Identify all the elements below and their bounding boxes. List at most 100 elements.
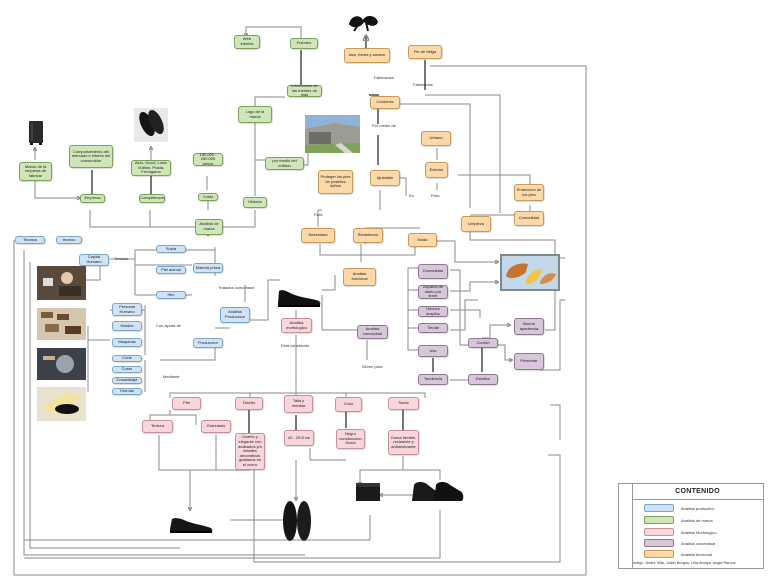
edge-label-con-ayuda-de: Con ayuda de	[156, 323, 181, 328]
node-buena-apariencia[interactable]: Buena apariencia	[514, 318, 544, 335]
edge-label-sirven-para: Sirven para	[362, 364, 383, 369]
shoe-pair-side-view-image[interactable]	[410, 477, 466, 505]
node-mision-empresa[interactable]: Mision de la empresa de fabricar	[19, 162, 52, 181]
node-resistencia[interactable]: Resistencia	[353, 228, 383, 243]
node-tecnica[interactable]: Tecnica	[15, 236, 45, 244]
legend-swatch-conceptual	[644, 539, 674, 547]
node-ajustable[interactable]: Ajustable	[370, 170, 400, 186]
node-web-fuentes[interactable]: Web fuentes	[234, 35, 260, 49]
node-zapatos-diario[interactable]: Zapatos de diario por tener	[418, 284, 448, 299]
node-pie-fatiga[interactable]: Pie de fatiga	[408, 45, 442, 59]
node-historia[interactable]: Historia	[243, 197, 267, 208]
building-photo	[305, 115, 360, 153]
central-formal-shoe-image[interactable]	[276, 285, 322, 309]
node-suela-descripcion[interactable]: Goma flexible, resistente y antideslizan…	[388, 430, 419, 455]
node-capital-humano[interactable]: Capital Humano	[79, 254, 109, 266]
node-info-fuentes[interactable]: Informacion de las fuentes de mas	[287, 83, 322, 97]
node-maquinas[interactable]: Maquinas	[112, 338, 142, 347]
node-costo-valor[interactable]: 150.000 - 250.000 pesos	[193, 152, 223, 166]
legend-label: Analisis conceptual	[681, 541, 716, 546]
node-color-valor[interactable]: Negro construccion Suela	[336, 429, 365, 449]
node-proteger-pies[interactable]: Proteger los pies de posibles daños	[318, 170, 353, 194]
node-hormas[interactable]: Hormas	[112, 388, 142, 395]
node-necesidad[interactable]: Necesidad	[301, 228, 335, 243]
shoe-lasts-photo	[500, 254, 560, 291]
node-competencia[interactable]: Competencia	[139, 194, 165, 203]
node-coser[interactable]: Coser	[112, 366, 142, 373]
node-tendencia[interactable]: Tendencia	[418, 374, 448, 385]
edge-label-tenidos: Tenidos	[114, 256, 128, 261]
edge-label-para: Para	[431, 193, 440, 198]
node-por-medio-edificio[interactable]: por medio del edificio	[265, 157, 304, 170]
node-textura[interactable]: Textura	[142, 420, 173, 433]
node-diseno-descripcion[interactable]: Diseño y elegante con acabados y/o detal…	[235, 433, 265, 470]
legend-label: Analisis de marca	[681, 518, 713, 523]
legend-swatch-funcional	[644, 550, 674, 558]
node-ensamblaje[interactable]: Ensamblaje	[112, 377, 142, 384]
node-comportamiento-mercado[interactable]: Comportamiento del mercado e interes del…	[69, 145, 113, 168]
node-urbano[interactable]: Urbano	[421, 131, 451, 146]
legend-label: Analisis funcional	[681, 552, 712, 557]
node-logo-marca[interactable]: Logo de la marca	[238, 106, 272, 123]
node-analisis-morfologico[interactable]: Analisis morfologico	[281, 318, 312, 333]
node-lazo-forma[interactable]: lazo, forma y amarre	[344, 48, 390, 63]
node-produccion[interactable]: Produccion	[193, 338, 223, 348]
node-moldes[interactable]: Moldes	[112, 321, 142, 331]
node-analisis-marca[interactable]: Analisis de marca	[195, 219, 223, 235]
node-hilo[interactable]: Hilo	[156, 291, 186, 299]
node-proteccion-pies[interactable]: Proteccion de los pies	[514, 184, 544, 201]
node-personal-humano[interactable]: Personal Humano	[112, 303, 142, 316]
legend: CONTENIDO Analisis productivo Analisis d…	[618, 483, 764, 569]
node-empresa[interactable]: Empresa	[80, 194, 105, 203]
edge-label-esta-constituido: Esta constituido	[281, 343, 310, 348]
node-suela-morf[interactable]: Suela	[388, 397, 419, 410]
node-hechos-amplios[interactable]: Hechos amplios	[418, 306, 448, 317]
legend-swatch-marca	[644, 516, 674, 524]
node-color[interactable]: Color	[335, 397, 362, 412]
node-tiende[interactable]: Tiende	[418, 323, 448, 333]
node-fuentes[interactable]: Fuentes	[290, 38, 318, 49]
node-costo[interactable]: Costo	[198, 193, 218, 201]
single-oxford-shoe-image[interactable]	[168, 513, 214, 535]
node-analisis-funcional[interactable]: Analisis funcional	[343, 268, 376, 286]
node-granulado[interactable]: Granulado	[201, 420, 231, 433]
competitor-shoes-photo	[134, 108, 168, 142]
node-diseno[interactable]: Diseño	[235, 397, 263, 410]
shoelaces-image	[349, 16, 378, 32]
node-piel[interactable]: Piel	[172, 397, 201, 410]
node-tecnico[interactable]: tecnico	[56, 236, 82, 244]
edge-label-fabricados: Fabricados	[374, 75, 394, 80]
node-piel-animal[interactable]: Piel animal	[156, 266, 186, 274]
black-shoebox-image	[356, 483, 380, 501]
node-suela-prod[interactable]: Suela	[156, 245, 186, 253]
node-presentar[interactable]: Presentar	[514, 353, 544, 370]
node-uso[interactable]: Uso	[418, 345, 448, 357]
node-talla-valor[interactable]: 42 - 29.8 cm	[284, 430, 314, 446]
node-cordones[interactable]: Cordones	[370, 96, 400, 109]
legend-title: CONTENIDO	[632, 484, 763, 500]
shoe-pair-top-view-image[interactable]	[280, 499, 314, 543]
node-corte[interactable]: Corte	[112, 355, 142, 362]
node-marcas-competencia[interactable]: Aldo, Gucci, Louis Vuitton, Prada, Ferra…	[131, 160, 171, 176]
node-exterior[interactable]: Exterior	[425, 162, 448, 178]
node-limpieza[interactable]: Limpieza	[461, 216, 491, 232]
legend-authors: Integr.: Andre Villa, Julian Burgos, Lin…	[633, 561, 736, 565]
node-estetico[interactable]: Estetico	[468, 374, 498, 385]
node-comodidad-funcional[interactable]: Comodidad	[514, 211, 544, 226]
node-confort[interactable]: Confort	[468, 338, 498, 348]
edge-label-en: En	[409, 193, 414, 198]
node-talla-medida[interactable]: Talla y medida	[284, 395, 313, 413]
node-analisis-produccion[interactable]: Analisis Produccion	[220, 307, 250, 323]
legend-label: Analisis Morfologico	[681, 530, 717, 535]
node-analisis-conceptual[interactable]: Analisis conceptual	[357, 325, 388, 339]
lasting-photo	[37, 387, 86, 421]
workshop-photo-personal	[37, 266, 86, 300]
legend-swatch-morfologico	[644, 528, 674, 536]
node-comodidad[interactable]: Comodidad	[418, 264, 448, 279]
edge-label-mediante: Mediante	[163, 374, 180, 379]
molds-photo	[37, 308, 86, 340]
node-materia-prima[interactable]: Materia prima	[193, 263, 223, 273]
node-moda[interactable]: Moda	[408, 233, 437, 247]
legend-label: Analisis productivo	[681, 506, 715, 511]
